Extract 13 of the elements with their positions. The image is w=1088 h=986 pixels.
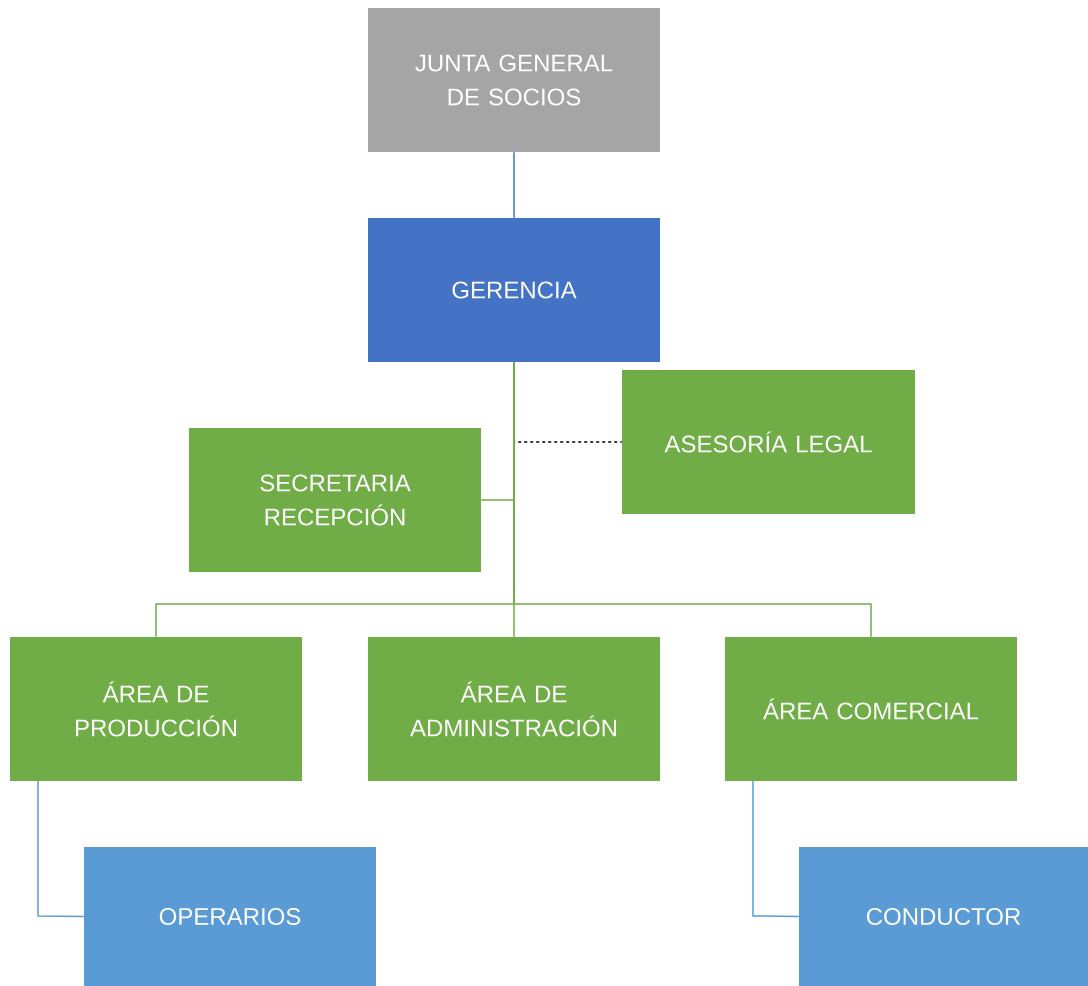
org-box: ÁREA COMERCIAL [725, 637, 1017, 781]
org-box: SECRETARIA RECEPCIÓN [189, 428, 481, 572]
org-box: CONDUCTOR [799, 847, 1088, 986]
org-box: ASESORÍA LEGAL [622, 370, 915, 514]
org-box: GERENCIA [368, 218, 660, 362]
connector-line [513, 361, 872, 638]
connector-line [752, 780, 800, 918]
org-box: ÁREA DE ADMINISTRACIÓN [368, 637, 660, 781]
connector-line [513, 151, 515, 219]
connector-line [37, 780, 85, 918]
org-box: OPERARIOS [84, 847, 376, 986]
org-box: JUNTA GENERAL DE SOCIOS [368, 8, 660, 152]
org-box: ÁREA DE PRODUCCIÓN [10, 637, 302, 781]
